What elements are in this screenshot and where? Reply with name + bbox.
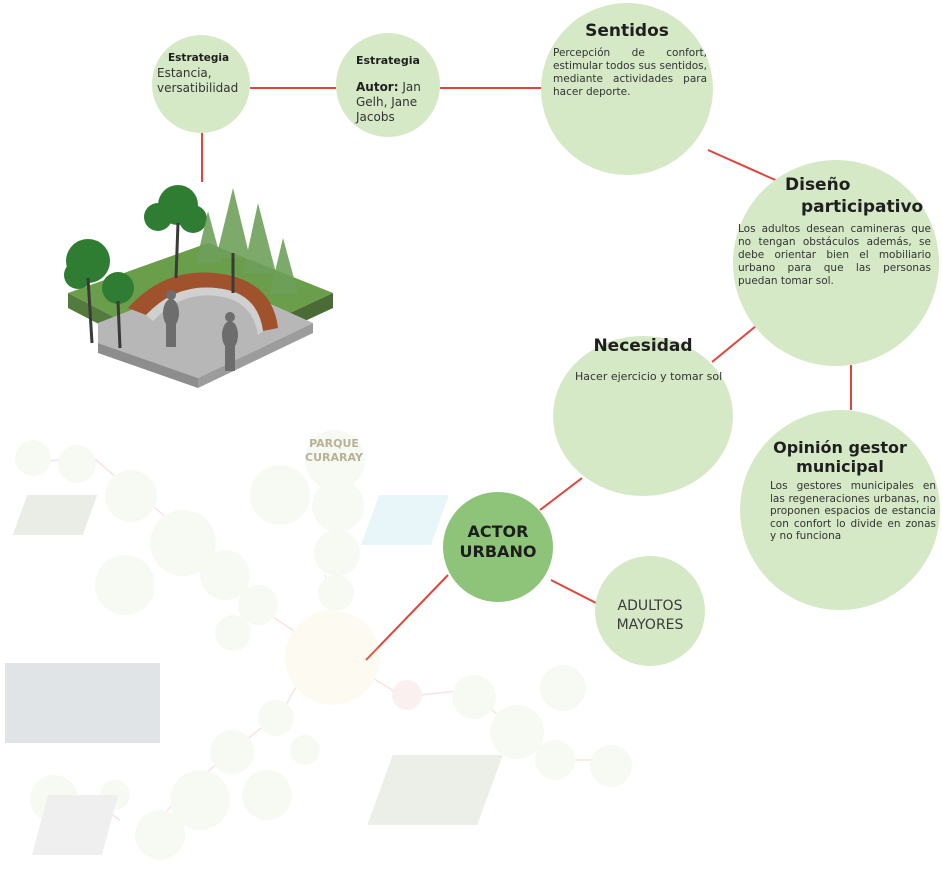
faded-node xyxy=(105,470,157,522)
faded-node xyxy=(535,740,575,780)
node-autor-body: Autor: Jan Gelh, Jane Jacobs xyxy=(356,80,436,125)
node-sentidos: Sentidos Percepción de confort, estimula… xyxy=(541,3,713,175)
faded-node xyxy=(312,480,364,532)
faded-park-render xyxy=(12,495,98,535)
connector-actor-parque xyxy=(365,574,449,661)
node-necesidad-title: Necesidad xyxy=(593,336,693,356)
node-necesidad: Necesidad Hacer ejercicio y tomar sol xyxy=(553,336,733,496)
node-sentidos-title: Sentidos xyxy=(585,21,669,41)
faded-node xyxy=(490,705,544,759)
author-names: Jan Gelh, Jane Jacobs xyxy=(356,80,421,124)
connector-necesidad-actor xyxy=(539,477,583,511)
node-actor-urbano: ACTOR URBANO xyxy=(443,492,553,602)
faded-photo xyxy=(5,663,160,743)
faded-node xyxy=(590,745,632,787)
node-estrategia: Estrategia Estancia, versatibilidad xyxy=(152,35,250,133)
node-estrategia-autor: Estrategia Autor: Jan Gelh, Jane Jacobs xyxy=(336,33,440,137)
node-actor-title: ACTOR URBANO xyxy=(443,522,553,562)
faded-node xyxy=(15,440,51,476)
connector-actor-adultos xyxy=(550,579,599,605)
node-estrategia-title: Estrategia xyxy=(168,52,230,64)
faded-node xyxy=(200,550,250,600)
connector-sentidos-diseno xyxy=(707,149,783,184)
faded-node xyxy=(242,770,292,820)
node-autor-title: Estrategia xyxy=(356,54,420,67)
park-isometric-illustration xyxy=(64,185,333,388)
node-opinion-gestor: Opinión gestor municipal Los gestores mu… xyxy=(740,410,940,610)
node-necesidad-body: Hacer ejercicio y tomar sol xyxy=(575,370,723,383)
faded-node xyxy=(215,615,251,651)
faded-node xyxy=(305,430,365,490)
faded-node xyxy=(392,680,422,710)
node-estrategia-body: Estancia, versatibilidad xyxy=(157,66,239,95)
node-sentidos-body: Percepción de confort, estimular todos s… xyxy=(553,47,707,98)
node-adultos-line2: MAYORES xyxy=(616,617,684,633)
faded-node xyxy=(290,735,320,765)
faded-node xyxy=(314,530,360,576)
faded-node xyxy=(452,675,496,719)
connector-diseno-necesidad xyxy=(711,325,757,363)
faded-node xyxy=(210,730,254,774)
faded-node xyxy=(250,465,310,525)
faded-node xyxy=(238,585,278,625)
node-opinion-body: Los gestores municipales en las regenera… xyxy=(770,480,936,542)
author-label: Autor: xyxy=(356,80,399,94)
node-actor-line1: ACTOR xyxy=(467,522,529,541)
node-diseno-title-line1: Diseño xyxy=(785,175,851,195)
node-diseno-title-line2: participativo xyxy=(801,197,924,217)
node-diseno-title: Diseño participativo xyxy=(785,174,942,218)
faded-node xyxy=(135,810,185,860)
node-diseno-body: Los adultos desean camineras que no teng… xyxy=(738,223,931,287)
node-diseno-participativo: Diseño participativo Los adultos desean … xyxy=(733,160,939,366)
faded-node xyxy=(318,575,354,611)
faded-map-title: PARQUE CURARAY xyxy=(305,437,363,464)
node-opinion-title: Opinión gestor municipal xyxy=(773,438,907,476)
faded-node xyxy=(150,510,216,576)
faded-node xyxy=(100,780,130,810)
faded-connectors xyxy=(44,455,600,821)
background-faded-mindmap xyxy=(0,425,650,887)
faded-node xyxy=(30,775,78,823)
faded-node xyxy=(540,665,586,711)
node-adultos-mayores: ADULTOS MAYORES xyxy=(595,556,705,666)
faded-node xyxy=(58,445,96,483)
faded-node xyxy=(258,700,294,736)
faded-center-node xyxy=(285,610,380,705)
faded-node xyxy=(170,770,230,830)
node-actor-line2: URBANO xyxy=(459,542,537,561)
node-adultos-title: ADULTOS MAYORES xyxy=(595,597,705,635)
node-adultos-line1: ADULTOS xyxy=(617,598,683,614)
faded-node xyxy=(95,555,155,615)
